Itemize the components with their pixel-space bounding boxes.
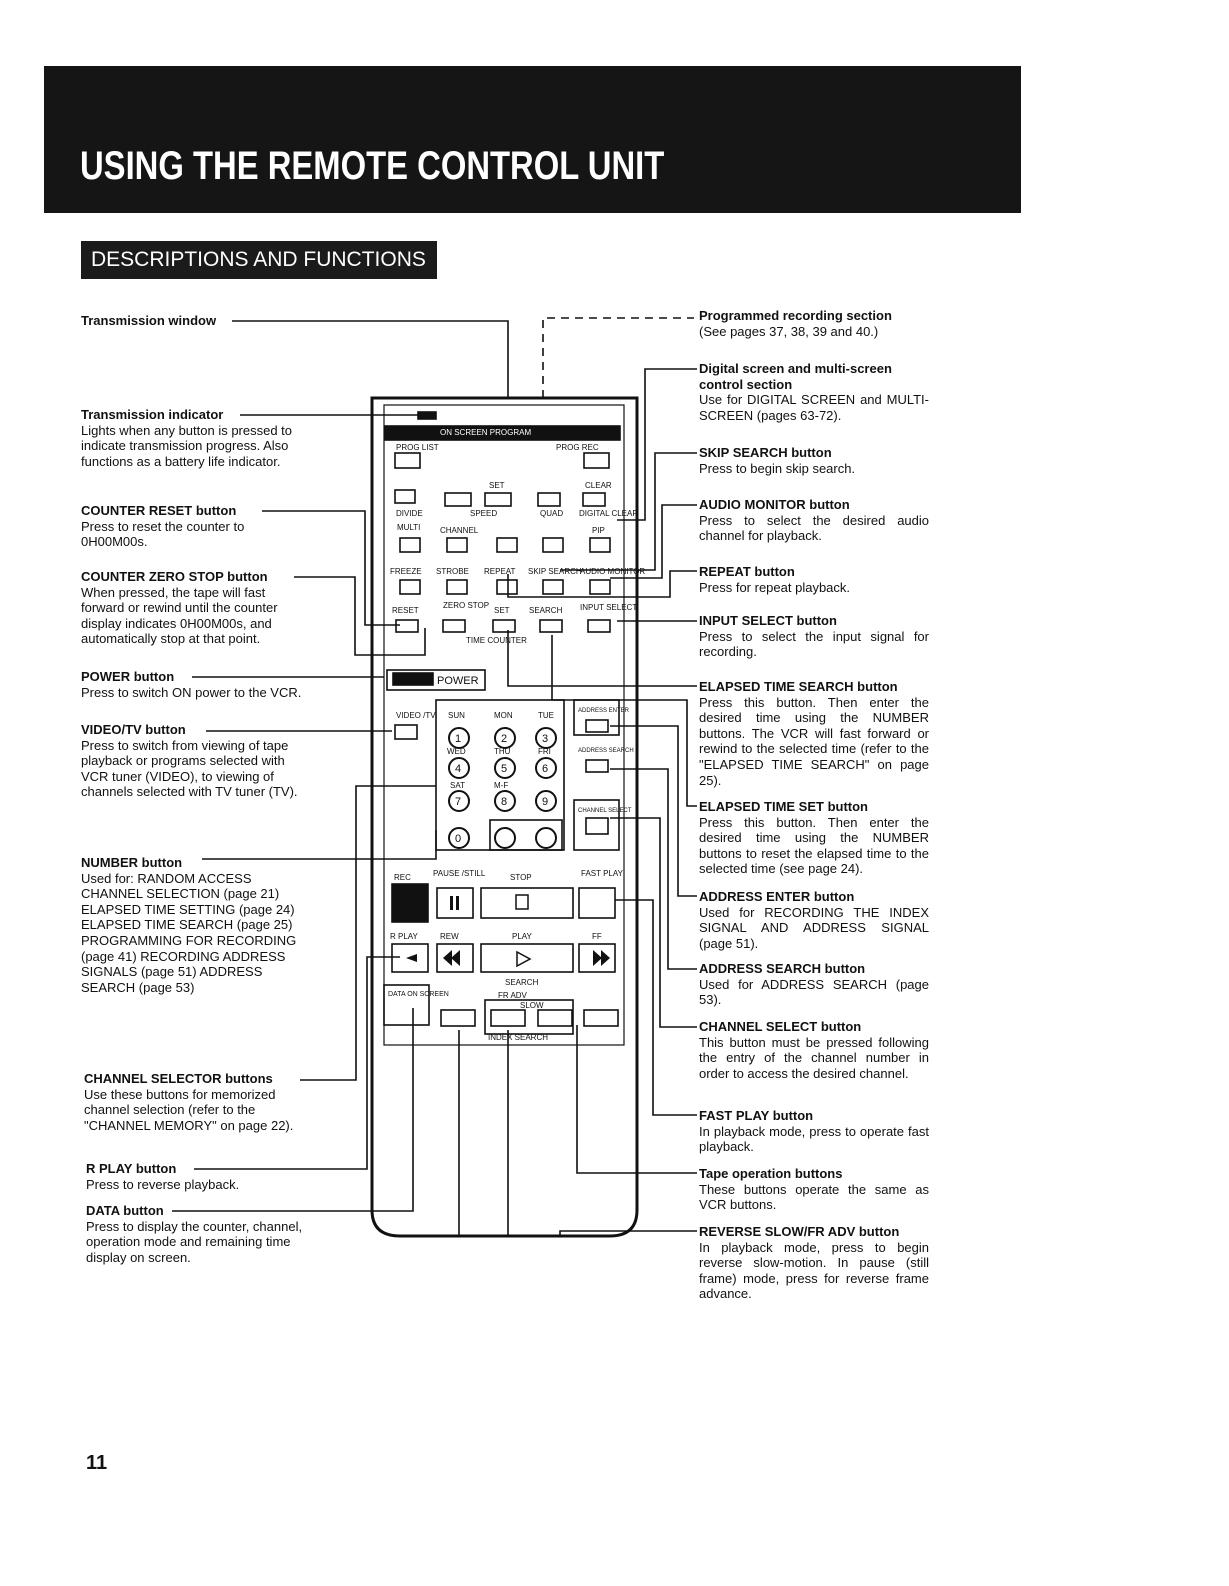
svg-text:SKIP SEARCH: SKIP SEARCH — [528, 567, 582, 576]
svg-text:7: 7 — [455, 796, 461, 808]
svg-text:PAUSE /STILL: PAUSE /STILL — [433, 869, 486, 878]
svg-text:PROG LIST: PROG LIST — [396, 443, 439, 452]
svg-text:ADDRESS SEARCH: ADDRESS SEARCH — [578, 748, 634, 754]
svg-text:SEARCH: SEARCH — [505, 978, 539, 987]
svg-text:AUDIO MONITOR: AUDIO MONITOR — [580, 567, 645, 576]
svg-text:REPEAT: REPEAT — [484, 567, 516, 576]
svg-text:6: 6 — [542, 763, 548, 775]
svg-text:ADDRESS ENTER: ADDRESS ENTER — [578, 708, 630, 714]
svg-text:8: 8 — [501, 796, 507, 808]
svg-text:TIME COUNTER: TIME COUNTER — [466, 636, 527, 645]
svg-text:POWER: POWER — [437, 675, 479, 687]
svg-text:THU: THU — [494, 747, 511, 756]
svg-text:SLOW: SLOW — [520, 1001, 544, 1010]
svg-text:PIP: PIP — [592, 526, 605, 535]
page-title: USING THE REMOTE CONTROL UNIT — [80, 144, 665, 188]
svg-text:STROBE: STROBE — [436, 567, 469, 576]
svg-text:DIGITAL CLEAR: DIGITAL CLEAR — [579, 509, 638, 518]
svg-text:0: 0 — [455, 833, 461, 845]
svg-text:FAST PLAY: FAST PLAY — [581, 869, 624, 878]
svg-text:DATA ON SCREEN: DATA ON SCREEN — [388, 991, 449, 998]
label-programmed-recording: Programmed recording section(See pages 3… — [699, 308, 892, 339]
svg-text:SET: SET — [489, 481, 505, 490]
svg-text:MON: MON — [494, 711, 513, 720]
svg-text:INPUT SELECT: INPUT SELECT — [580, 603, 637, 612]
svg-text:SAT: SAT — [450, 781, 465, 790]
svg-text:M-F: M-F — [494, 781, 508, 790]
svg-text:R PLAY: R PLAY — [390, 932, 419, 941]
svg-text:CHANNEL: CHANNEL — [440, 526, 479, 535]
page-number: 11 — [86, 1452, 108, 1474]
svg-text:CHANNEL SELECT: CHANNEL SELECT — [578, 808, 632, 814]
svg-text:DIVIDE: DIVIDE — [396, 509, 423, 518]
svg-text:REC: REC — [394, 873, 411, 882]
svg-text:9: 9 — [542, 796, 548, 808]
svg-text:TUE: TUE — [538, 711, 554, 720]
svg-text:PROG REC: PROG REC — [556, 443, 599, 452]
section-heading: DESCRIPTIONS AND FUNCTIONS — [81, 241, 437, 279]
svg-text:FR ADV: FR ADV — [498, 991, 528, 1000]
svg-text:FREEZE: FREEZE — [390, 567, 422, 576]
svg-text:QUAD: QUAD — [540, 509, 563, 518]
svg-text:INDEX SEARCH: INDEX SEARCH — [488, 1033, 548, 1042]
svg-text:REW: REW — [440, 932, 459, 941]
svg-text:PLAY: PLAY — [512, 932, 533, 941]
label-transmission-window: Transmission window — [81, 313, 217, 328]
svg-text:2: 2 — [501, 733, 507, 745]
svg-text:5: 5 — [501, 763, 507, 775]
svg-text:RESET: RESET — [392, 606, 419, 615]
svg-text:4: 4 — [455, 763, 461, 775]
svg-text:STOP: STOP — [510, 873, 532, 882]
svg-text:1: 1 — [455, 733, 461, 745]
svg-text:SUN: SUN — [448, 711, 465, 720]
svg-text:ON SCREEN PROGRAM: ON SCREEN PROGRAM — [440, 428, 531, 437]
svg-text:VIDEO /TV: VIDEO /TV — [396, 711, 436, 720]
svg-text:CLEAR: CLEAR — [585, 481, 612, 490]
svg-text:MULTI: MULTI — [397, 523, 420, 532]
svg-text:FF: FF — [592, 932, 602, 941]
svg-text:SPEED: SPEED — [470, 509, 497, 518]
label-digital-screen: Digital screen and multi-screen control … — [699, 361, 929, 423]
svg-text:ZERO STOP: ZERO STOP — [443, 601, 489, 610]
svg-text:SEARCH: SEARCH — [529, 606, 563, 615]
svg-text:WED: WED — [447, 747, 466, 756]
svg-text:SET: SET — [494, 606, 510, 615]
svg-text:FRI: FRI — [538, 747, 551, 756]
title-banner: USING THE REMOTE CONTROL UNIT — [44, 66, 1021, 213]
svg-text:3: 3 — [542, 733, 548, 745]
